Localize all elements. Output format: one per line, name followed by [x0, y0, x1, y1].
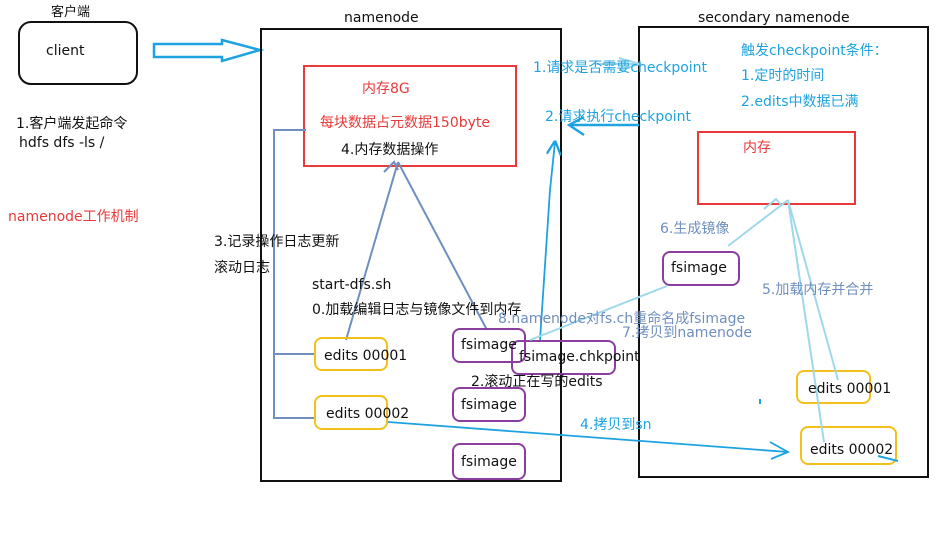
copy-back-line — [529, 285, 668, 341]
namenode-fsimage-box-1 — [452, 328, 526, 363]
fsimage-chkpoint-box — [511, 340, 616, 375]
secondary-edits-00001-box — [796, 370, 871, 404]
request-checkpoint-arrow — [596, 57, 644, 71]
namenode-fsimage-label-2: fsimage — [461, 397, 517, 413]
roll-edits-step: 2.滚动正在写的edits — [471, 374, 603, 390]
copy-to-sn-line — [387, 421, 791, 460]
generate-image-label: 6.生成镜像 — [660, 221, 730, 237]
secondary-title: secondary namenode — [698, 10, 850, 26]
namenode-box — [260, 28, 562, 482]
secondary-edits-00002-box — [800, 426, 897, 465]
client-command: hdfs dfs -ls / — [19, 135, 105, 151]
request-checkpoint-label: 1.请求是否需要checkpoint — [533, 60, 708, 76]
namenode-fsimage-box-3 — [452, 443, 526, 480]
mechanism-caption: namenode工作机制 — [8, 209, 139, 225]
fsimage-chkpoint-label: fsimage.chkpoint — [519, 349, 640, 365]
trigger-item-1: 1.定时的时间 — [741, 68, 825, 84]
client-box — [18, 21, 138, 85]
namenode-edits-00002-label: edits 00002 — [326, 406, 410, 422]
secondary-fsimage-box — [662, 251, 740, 286]
load-step: 0.加载编辑日志与镜像文件到内存 — [312, 302, 522, 318]
start-command: start-dfs.sh — [312, 277, 392, 293]
log-step-2: 滚动日志 — [214, 260, 270, 276]
memory-op-lines — [345, 160, 488, 341]
client-to-namenode-arrow — [152, 38, 265, 63]
namenode-fsimage-label-3: fsimage — [461, 454, 517, 470]
namenode-fsimage-box-2 — [452, 387, 526, 422]
log-step-1: 3.记录操作日志更新 — [214, 234, 340, 250]
trigger-title: 触发checkpoint条件： — [741, 43, 888, 59]
secondary-edits-00002-label: edits 00002 — [810, 442, 894, 458]
namenode-memory-title: 内存8G — [362, 81, 410, 97]
secondary-memory-title: 内存 — [743, 140, 771, 156]
namenode-memory-note: 每块数据占元数据150byte — [320, 115, 490, 131]
copy-to-sn-label: 4.拷贝到sn — [580, 417, 652, 433]
edits-stub-line — [877, 455, 899, 462]
rename-step-label: 8.namenode对fs.ch重命名成fsimage — [498, 311, 746, 327]
execute-checkpoint-label: 2.请求执行checkpoint — [545, 109, 692, 125]
copy-back-label: 7.拷贝到namenode — [622, 325, 752, 341]
namenode-fsimage-label-1: fsimage — [461, 337, 517, 353]
client-step-text: 1.客户端发起命令 — [16, 116, 128, 132]
client-label: client — [46, 43, 85, 59]
secondary-namenode-box — [638, 26, 929, 478]
namenode-edits-00001-label: edits 00001 — [324, 348, 408, 364]
secondary-memory-box — [697, 131, 856, 205]
execute-checkpoint-arrow — [566, 115, 639, 136]
merge-step-label: 5.加载内存并合并 — [762, 282, 874, 298]
namenode-memory-op: 4.内存数据操作 — [341, 142, 439, 158]
namenode-edits-00001-box — [314, 337, 388, 371]
merge-lines — [727, 197, 839, 443]
secondary-fsimage-label: fsimage — [671, 260, 727, 276]
log-bracket-line — [273, 129, 316, 419]
client-header: 客户端 — [51, 5, 91, 20]
namenode-edits-00002-box — [314, 395, 388, 430]
namenode-title: namenode — [344, 10, 419, 26]
namenode-memory-box — [303, 65, 517, 167]
chkpoint-link-line — [539, 142, 555, 341]
trigger-item-2: 2.edits中数据已满 — [741, 94, 859, 110]
secondary-edits-00001-label: edits 00001 — [808, 381, 892, 397]
